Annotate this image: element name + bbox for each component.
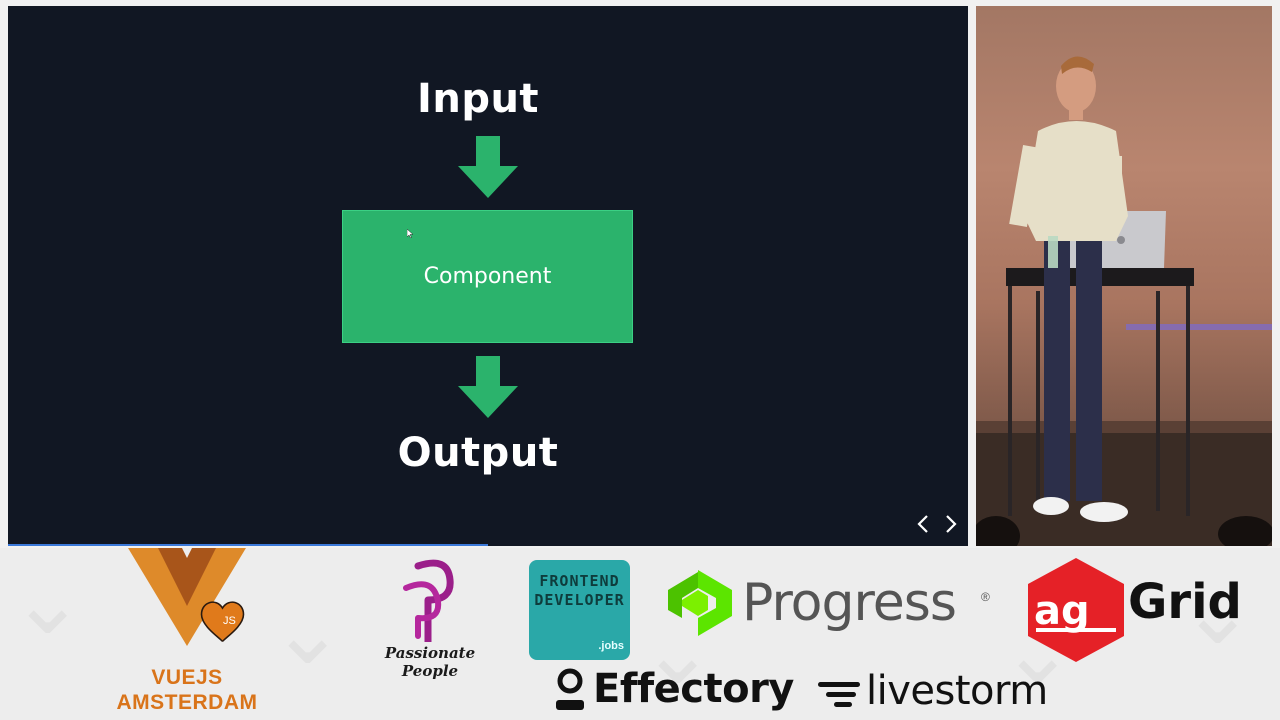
effectory-wordmark: Effectory: [593, 664, 794, 714]
vuejs-line2: AMSTERDAM: [104, 690, 270, 715]
passionate-people-wordmark: Passionate People: [356, 644, 504, 680]
chevron-right-icon: [945, 515, 957, 533]
slide-progress-bar: [8, 544, 968, 546]
mouse-cursor-icon: [407, 229, 413, 238]
frontend-developer-jobs-logo: FRONTEND DEVELOPER .jobs: [529, 560, 630, 660]
livestorm-wordmark: livestorm: [866, 666, 1048, 716]
presentation-slide[interactable]: Input Component Output: [8, 6, 968, 546]
progress-wordmark: Progress: [742, 572, 956, 634]
vuejs-amsterdam-wordmark: VUEJS AMSTERDAM: [104, 665, 270, 715]
vuejs-line1: VUEJS: [104, 665, 270, 690]
ag-grid-wordmark: Grid: [1128, 572, 1242, 632]
passionate-people-logo-icon: [398, 556, 462, 642]
speaker-image: [976, 6, 1272, 546]
fd-line3: .jobs: [598, 640, 624, 652]
chevron-pattern-icon: ⌄: [10, 558, 85, 648]
slide-progress-fill: [8, 544, 488, 546]
prev-slide-button[interactable]: [912, 512, 934, 536]
registered-mark: ®: [981, 590, 990, 604]
livestorm-logo-icon: [818, 680, 860, 710]
fd-line1: FRONTEND: [529, 572, 630, 590]
input-label: Input: [8, 76, 958, 122]
svg-text:ag: ag: [1034, 588, 1090, 634]
video-stage: Input Component Output: [0, 0, 1280, 548]
vuejs-amsterdam-logo-icon: JS: [116, 548, 258, 658]
arrow-down-icon: [458, 356, 518, 418]
progress-logo-icon: [668, 570, 732, 636]
component-box: Component: [342, 210, 633, 343]
speaker-camera-feed: [976, 6, 1272, 546]
output-label: Output: [8, 430, 958, 476]
svg-text:JS: JS: [223, 615, 236, 627]
component-label: Component: [424, 264, 552, 289]
chevron-left-icon: [917, 515, 929, 533]
fd-line2: DEVELOPER: [529, 591, 630, 609]
next-slide-button[interactable]: [940, 512, 962, 536]
arrow-down-icon: [458, 136, 518, 198]
effectory-logo-icon: [555, 668, 585, 714]
chevron-pattern-icon: ⌄: [270, 588, 345, 678]
ag-grid-logo-icon: ag: [1028, 558, 1124, 662]
sponsor-banner: ⌄ ⌄ ⌄ ⌄ ⌄ JS VUEJS AMSTERDAM Passionate …: [0, 548, 1280, 720]
